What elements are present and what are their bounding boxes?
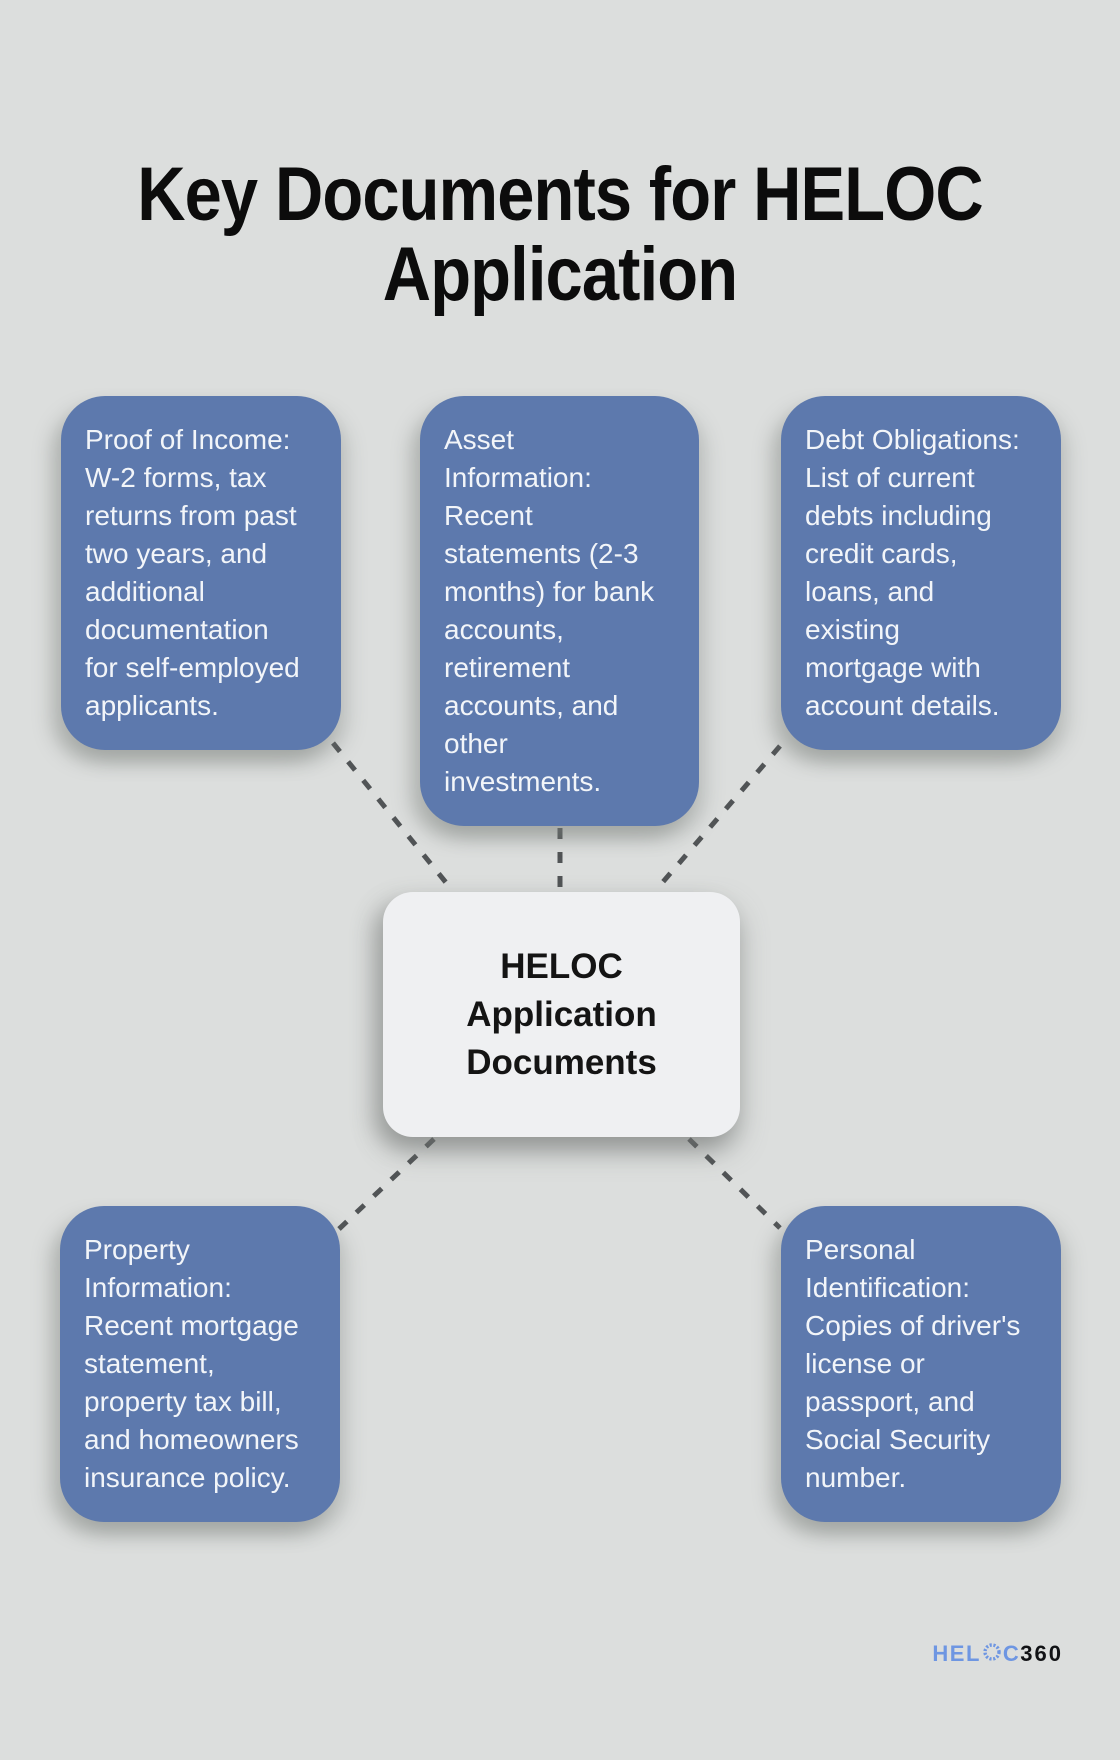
- node-asset-information: Asset Information: Recent statements (2-…: [420, 396, 699, 826]
- connector-line-property: [337, 1137, 436, 1231]
- node-proof-of-income: Proof of Income: W-2 forms, tax returns …: [61, 396, 341, 750]
- node-debt-obligations: Debt Obligations: List of current debts …: [781, 396, 1061, 750]
- page-title: Key Documents for HELOC Application: [137, 151, 983, 317]
- pinwheel-ring-icon: [982, 1642, 1002, 1668]
- node-property-information: Property Information: Recent mortgage st…: [60, 1206, 340, 1522]
- connector-line-personal: [687, 1137, 782, 1230]
- logo-text-360: 360: [1020, 1641, 1063, 1666]
- node-personal-identification: Personal Identification: Copies of drive…: [781, 1206, 1061, 1522]
- logo-text-c: C: [1002, 1641, 1021, 1666]
- logo-text-hel: HEL: [932, 1641, 981, 1666]
- center-node-heloc-application-documents: HELOC Application Documents: [383, 892, 740, 1137]
